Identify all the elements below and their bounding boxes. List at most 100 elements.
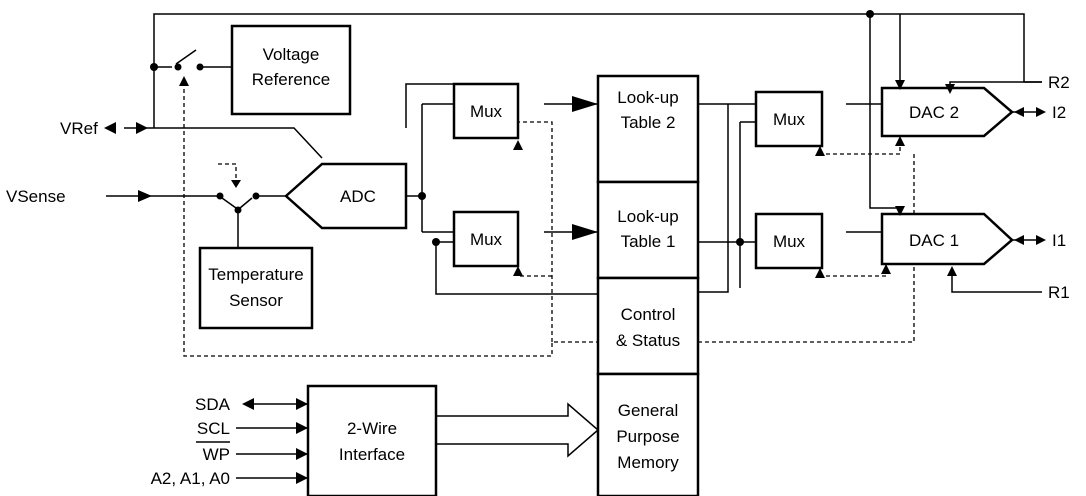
memory-label-2: Purpose: [616, 427, 679, 446]
junction-dots: [150, 10, 874, 246]
dot-switch-pivot-a: [174, 63, 182, 71]
mux-bottom-left-label: Mux: [470, 230, 503, 249]
arrow-dac2-vref: [895, 80, 905, 90]
dot-sense-switch-c: [234, 206, 242, 214]
arrow-dash-dac1: [881, 264, 891, 274]
lut2-label-1: Look-up: [617, 88, 678, 107]
dac2-block: [880, 86, 1014, 138]
voltage-reference-label-1: Voltage: [263, 45, 320, 64]
arrow-addr: [296, 472, 308, 484]
arrow-dash-mux-top: [513, 140, 523, 150]
arrow-sda-right: [296, 398, 308, 410]
dot-adc-out: [418, 192, 426, 200]
wire-lut2-ctrl: [698, 104, 729, 293]
mux-top-left: [452, 82, 520, 140]
dot-top-loop: [866, 10, 874, 18]
dash-sense-switch-ctrl: [218, 163, 237, 182]
two-wire-label-2: Interface: [339, 445, 405, 464]
pin-r1-label: R1: [1048, 283, 1070, 302]
wire-r1: [951, 268, 1042, 293]
temperature-sensor-label-2: Sensor: [229, 291, 283, 310]
pin-vsense-label: VSense: [6, 187, 66, 206]
arrow-vref-left: [104, 122, 116, 134]
pin-wp-label: WP: [203, 445, 230, 464]
voltage-reference-block: [230, 24, 352, 116]
control-status-label-2: & Status: [616, 331, 680, 350]
dot-sense-switch-b: [252, 192, 260, 200]
arrow-r2: [945, 84, 955, 94]
arrow-r1: [947, 266, 957, 276]
pin-scl-label: SCL: [197, 419, 230, 438]
mux-top-right-label: Mux: [773, 110, 806, 129]
adc-block: [284, 162, 408, 230]
arrow-i2-right: [1036, 107, 1046, 117]
switch-sense-blade-right: [239, 197, 253, 209]
arrow-lut1: [572, 224, 598, 240]
solid-wires: [106, 13, 1042, 479]
pin-i1-label: I1: [1052, 231, 1066, 250]
arrow-dash-mux-bottom: [513, 266, 523, 276]
wire-vref-adc: [124, 127, 323, 159]
arrow-dash-rmux-bottom: [815, 268, 825, 278]
arrow-sda-left: [242, 398, 254, 410]
dot-vref-switch: [150, 63, 158, 71]
arrow-i1-left: [1014, 235, 1024, 245]
memory-label-1: General: [618, 401, 678, 420]
lut2-label-2: Table 2: [621, 113, 676, 132]
dac1-label: DAC 1: [909, 231, 959, 250]
mux-top-left-label: Mux: [470, 102, 503, 121]
dash-ctrl-right: [698, 266, 915, 343]
pin-vref-label: VRef: [60, 119, 98, 138]
dash-mux-top-ctrl: [518, 121, 553, 342]
mux-bottom-right: [754, 212, 824, 270]
adc-label: ADC: [340, 187, 376, 206]
dot-rmux: [736, 238, 744, 246]
arrow-dash-sense: [231, 180, 241, 188]
arrowheads: [104, 76, 1046, 484]
arrow-dash-vref: [179, 76, 189, 86]
two-wire-interface-block: [306, 384, 438, 496]
control-status-label-1: Control: [621, 305, 676, 324]
general-purpose-memory-block: [596, 372, 700, 496]
arrow-vref-right: [136, 122, 148, 134]
temperature-sensor-label-1: Temperature: [208, 265, 303, 284]
dash-rmux-bottom-ctrl: [819, 264, 887, 277]
arrow-dac1-vref: [895, 206, 905, 216]
lut2-block: [596, 74, 700, 184]
dot-sense-switch-a: [216, 192, 224, 200]
switch-sense-blade-left: [221, 197, 237, 209]
switch-vref-blade: [175, 49, 197, 65]
arrow-wp: [296, 448, 308, 460]
mux-bottom-left: [452, 210, 520, 268]
dot-mux-bottom: [432, 238, 440, 246]
arrow-lut2: [572, 96, 598, 112]
dash-vref-switch-ctrl: [183, 82, 598, 357]
arrow-dash-rmux-top: [815, 146, 825, 156]
arrow-dash-dac2: [895, 136, 905, 146]
arrow-scl: [296, 422, 308, 434]
control-status-block: [596, 276, 700, 376]
dot-switch-pivot-b: [196, 63, 204, 71]
pin-addr-label: A2, A1, A0: [151, 469, 230, 488]
bus-arrow: [436, 402, 600, 458]
pin-r2-label: R2: [1048, 73, 1070, 92]
wire-lut-fb-bottom: [435, 242, 598, 295]
lut1-block: [596, 180, 700, 280]
lut1-label-2: Table 1: [621, 232, 676, 251]
pin-i2-label: I2: [1052, 103, 1066, 122]
dac1-block: [880, 212, 1014, 266]
two-wire-label-1: 2-Wire: [347, 419, 397, 438]
arrow-i1-right: [1036, 235, 1046, 245]
arrow-i2-left: [1014, 107, 1024, 117]
lut1-label-1: Look-up: [617, 207, 678, 226]
mux-top-right: [754, 90, 824, 148]
dac2-label: DAC 2: [909, 103, 959, 122]
arrow-vsense: [138, 190, 152, 202]
voltage-reference-label-2: Reference: [252, 70, 330, 89]
pin-sda-label: SDA: [195, 395, 231, 414]
wire-lut-fb-top: [405, 83, 454, 128]
memory-label-3: Memory: [617, 453, 679, 472]
mux-bottom-right-label: Mux: [773, 232, 806, 251]
